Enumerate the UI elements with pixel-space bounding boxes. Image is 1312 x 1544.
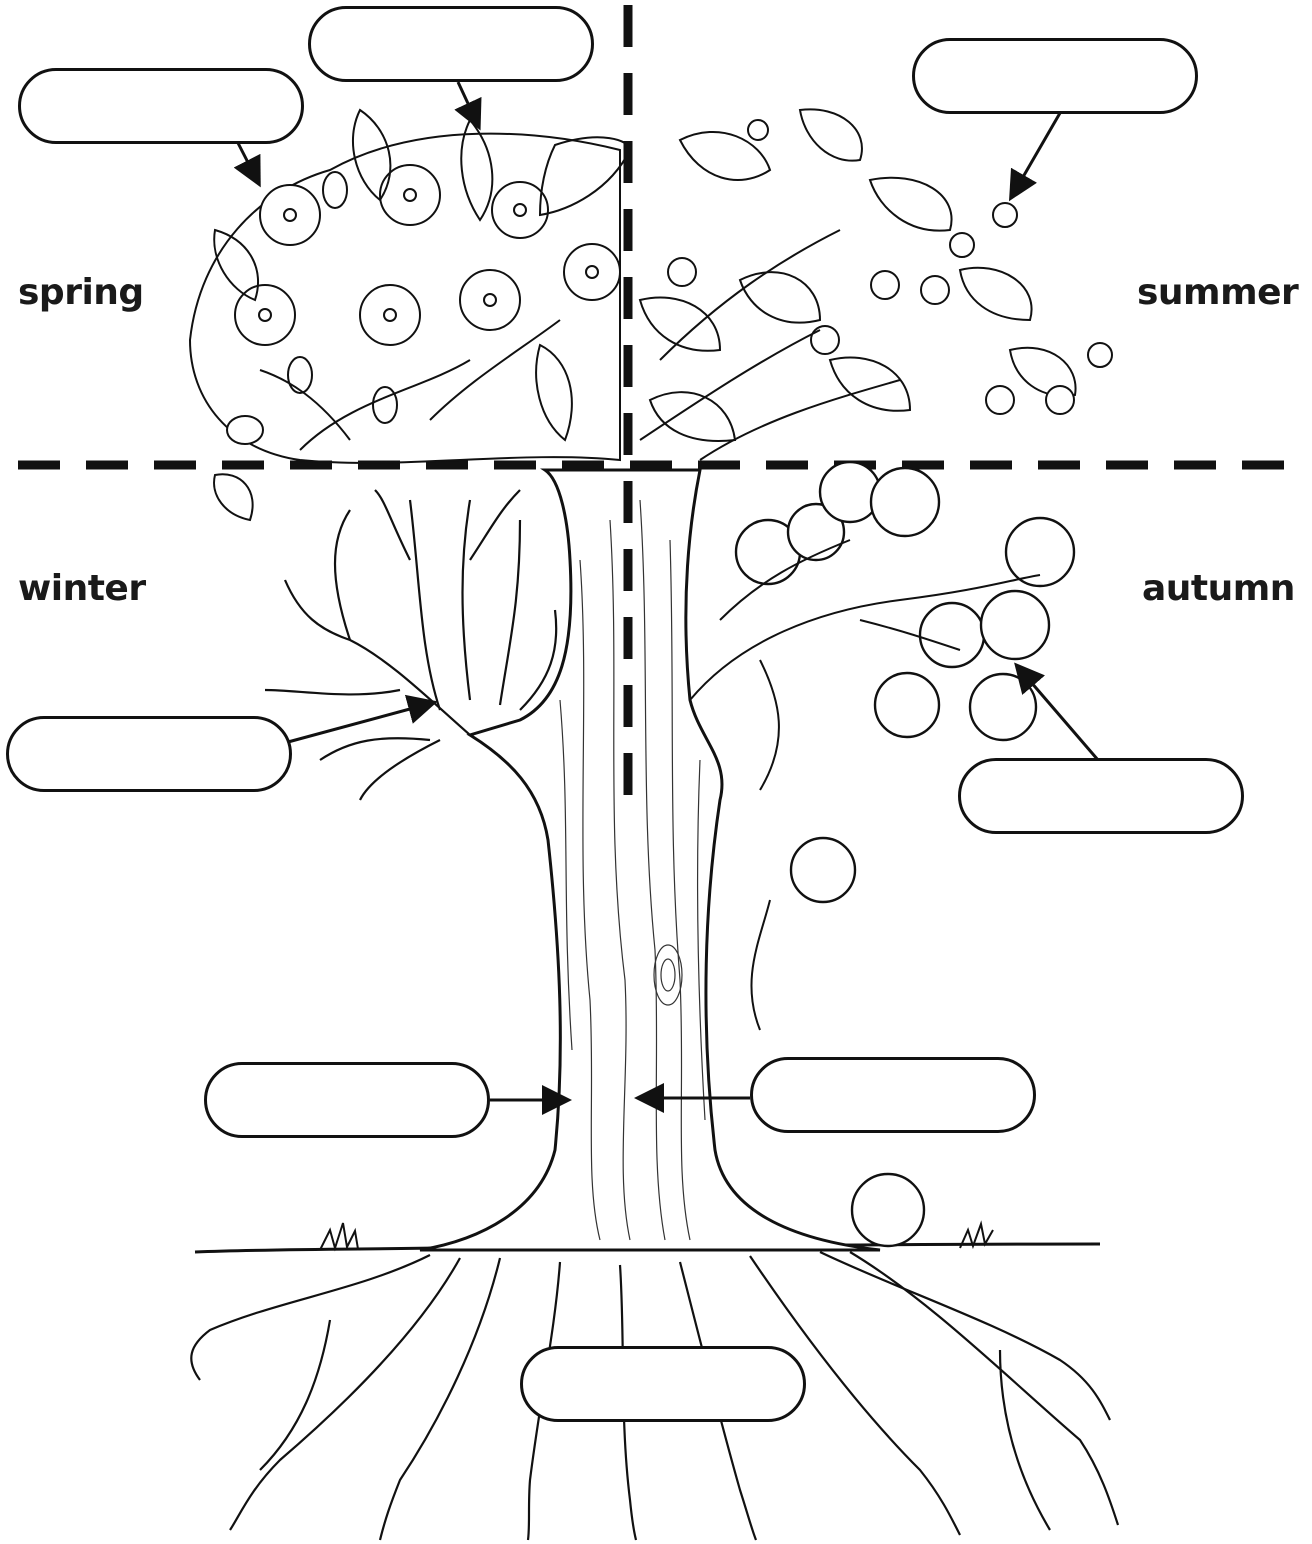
- season-label-autumn: autumn: [1142, 568, 1295, 609]
- label-box-flower[interactable]: [18, 68, 304, 144]
- season-label-winter: winter: [18, 568, 146, 609]
- label-box-apple[interactable]: [958, 758, 1244, 834]
- season-label-spring: spring: [18, 272, 144, 313]
- label-box-roots[interactable]: [520, 1346, 806, 1422]
- arrow-fruit-bud: [1012, 113, 1060, 196]
- arrow-leaf: [458, 82, 478, 125]
- arrow-branch: [288, 703, 432, 742]
- spring-flowers: [227, 165, 620, 444]
- spring-canopy: [190, 110, 630, 520]
- label-box-fruit-bud[interactable]: [912, 38, 1198, 114]
- summer-canopy: [640, 109, 1112, 460]
- arrow-flower: [238, 143, 258, 182]
- season-label-summer: summer: [1137, 272, 1298, 313]
- label-box-trunk[interactable]: [750, 1057, 1036, 1133]
- label-box-branch[interactable]: [6, 716, 292, 792]
- label-box-leaf[interactable]: [308, 6, 594, 82]
- grass-left: [320, 1223, 358, 1250]
- label-box-bark[interactable]: [204, 1062, 490, 1138]
